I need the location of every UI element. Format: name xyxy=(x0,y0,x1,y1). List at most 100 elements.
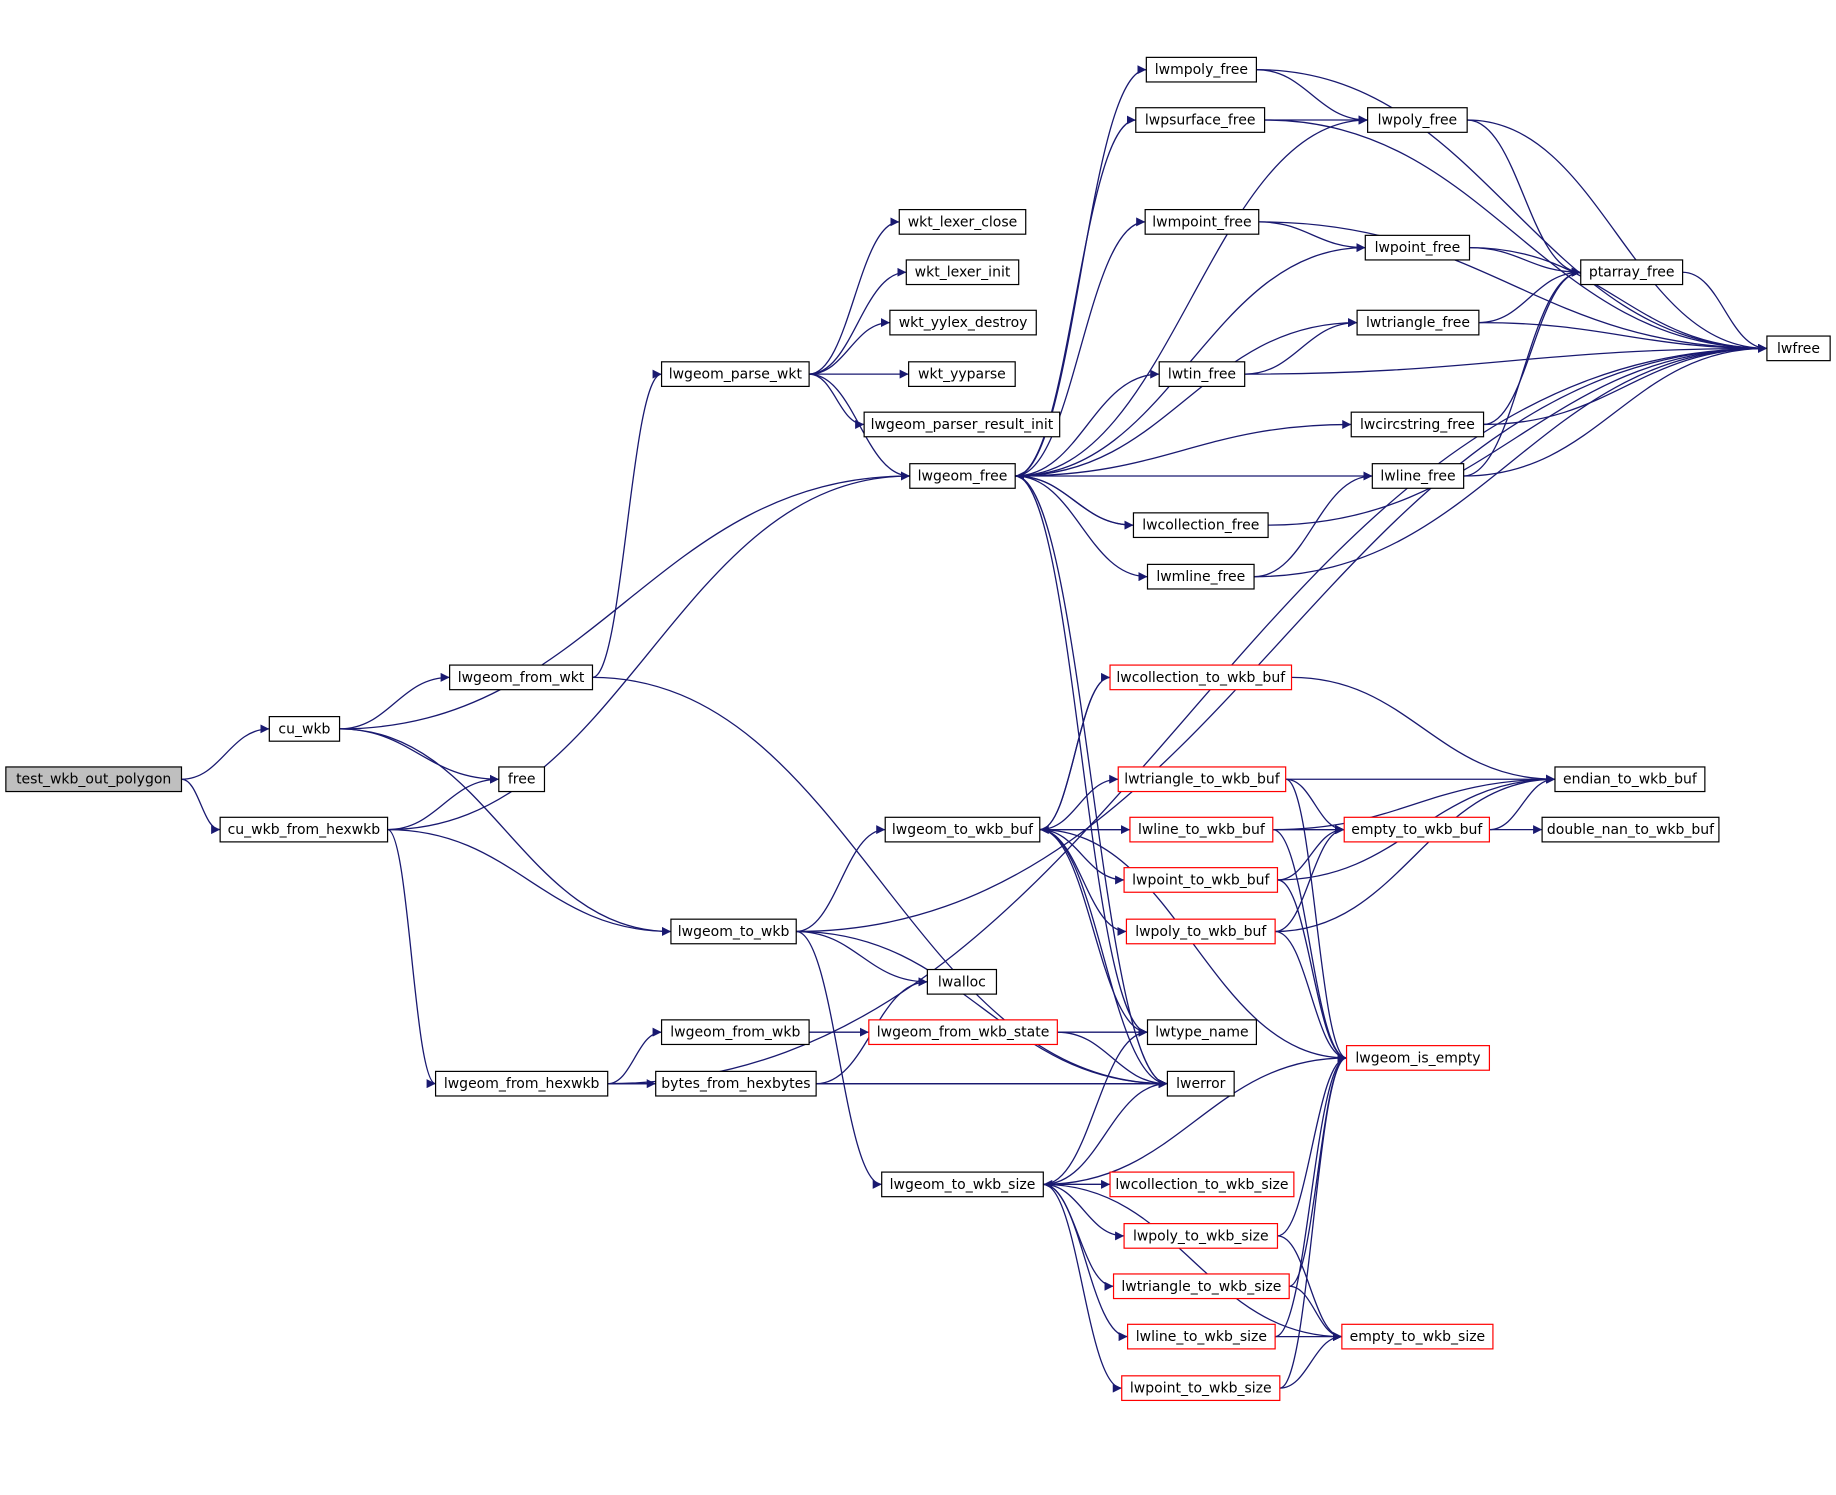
node-lwalloc[interactable]: lwalloc xyxy=(926,968,998,995)
node-lwgeom-to-wkb-buf[interactable]: lwgeom_to_wkb_buf xyxy=(884,816,1041,843)
edge-lwgeom-to-wkb-to-lwerror xyxy=(796,930,1168,1089)
edge-lwmline-free-to-lwline-free xyxy=(1254,471,1373,578)
node-lwgeom-to-wkb-size[interactable]: lwgeom_to_wkb_size xyxy=(881,1171,1044,1198)
node-label: lwgeom_from_wkb xyxy=(670,1025,800,1041)
node-lwfree[interactable]: lwfree xyxy=(1766,335,1831,362)
node-box xyxy=(1135,107,1266,133)
node-wkt-lexer-close[interactable]: wkt_lexer_close xyxy=(898,208,1027,235)
node-label: bytes_from_hexbytes xyxy=(661,1076,810,1092)
edge-lwtin-free-to-lwtriangle-free xyxy=(1244,318,1358,375)
edge-lwpoly-to-wkb-buf-to-empty-to-wkb-buf xyxy=(1275,825,1345,933)
node-box xyxy=(1144,208,1260,235)
node-lwmline-free[interactable]: lwmline_free xyxy=(1146,563,1255,590)
node-label: lwmpoint_free xyxy=(1152,214,1251,230)
node-lwgeom-to-wkb[interactable]: lwgeom_to_wkb xyxy=(670,918,797,945)
node-label: lwtriangle_free xyxy=(1366,315,1470,331)
node-lwgeom-from-hexwkb[interactable]: lwgeom_from_hexwkb xyxy=(434,1070,609,1097)
node-cu-wkb[interactable]: cu_wkb xyxy=(268,716,341,742)
node-lwgeom-from-wkb[interactable]: lwgeom_from_wkb xyxy=(660,1019,810,1046)
node-lwerror[interactable]: lwerror xyxy=(1166,1070,1235,1097)
edge-empty-to-wkb-buf-to-endian-to-wkb-buf xyxy=(1489,774,1555,831)
node-lwline-to-wkb-buf[interactable]: lwline_to_wkb_buf xyxy=(1129,816,1274,843)
node-label: lwcollection_to_wkb_size xyxy=(1115,1177,1288,1193)
edge-lwmpoly-free-to-lwfree xyxy=(1256,69,1767,353)
edge-test-wkb-out-polygon-to-cu-wkb-from-hexwkb xyxy=(181,778,221,835)
node-box xyxy=(1145,56,1257,83)
node-box xyxy=(1121,1375,1281,1402)
node-double-nan-to-wkb-buf[interactable]: double_nan_to_wkb_buf xyxy=(1541,816,1720,843)
edge-lwmpoint-free-to-lwfree xyxy=(1258,221,1767,353)
node-lwgeom-is-empty[interactable]: lwgeom_is_empty xyxy=(1345,1045,1491,1071)
node-lwgeom-from-wkb-state[interactable]: lwgeom_from_wkb_state xyxy=(868,1019,1058,1046)
node-lwgeom-free[interactable]: lwgeom_free xyxy=(909,463,1016,489)
node-cu-wkb-from-hexwkb[interactable]: cu_wkb_from_hexwkb xyxy=(219,816,389,843)
node-lwtriangle-free[interactable]: lwtriangle_free xyxy=(1356,309,1480,336)
node-lwtin-free[interactable]: lwtin_free xyxy=(1158,361,1246,388)
node-lwtype-name[interactable]: lwtype_name xyxy=(1146,1019,1257,1046)
node-box xyxy=(434,1070,609,1097)
node-label: lwpoint_to_wkb_buf xyxy=(1132,872,1270,888)
edge-cu-wkb-to-lwgeom-from-wkt xyxy=(339,672,450,730)
node-lwtriangle-to-wkb-buf[interactable]: lwtriangle_to_wkb_buf xyxy=(1117,766,1287,793)
node-ptarray-free[interactable]: ptarray_free xyxy=(1580,259,1684,286)
node-lwcollection-free[interactable]: lwcollection_free xyxy=(1132,512,1269,539)
node-lwpoint-to-wkb-size[interactable]: lwpoint_to_wkb_size xyxy=(1121,1375,1281,1402)
node-label: cu_wkb_from_hexwkb xyxy=(228,822,381,838)
node-lwmpoly-free[interactable]: lwmpoly_free xyxy=(1145,56,1257,83)
edge-lwmpoint-free-to-lwpoint-free xyxy=(1258,221,1366,253)
node-lwmpoint-free[interactable]: lwmpoint_free xyxy=(1144,208,1260,235)
node-bytes-from-hexbytes[interactable]: bytes_from_hexbytes xyxy=(655,1070,817,1097)
node-lwcollection-to-wkb-size[interactable]: lwcollection_to_wkb_size xyxy=(1109,1171,1295,1198)
edge-lwpoint-to-wkb-size-to-empty-to-wkb-size xyxy=(1279,1332,1342,1389)
node-lwgeom-from-wkt[interactable]: lwgeom_from_wkt xyxy=(449,664,594,691)
node-label: lwline_to_wkb_size xyxy=(1136,1329,1267,1345)
node-wkt-lexer-init[interactable]: wkt_lexer_init xyxy=(905,259,1020,286)
node-lwpoly-free[interactable]: lwpoly_free xyxy=(1367,107,1468,133)
node-lwtriangle-to-wkb-size[interactable]: lwtriangle_to_wkb_size xyxy=(1112,1273,1290,1300)
node-wkt-yylex-destroy[interactable]: wkt_yylex_destroy xyxy=(889,309,1037,336)
node-lwgeom-parse-wkt[interactable]: lwgeom_parse_wkt xyxy=(660,361,810,388)
node-box xyxy=(1117,766,1287,793)
node-box xyxy=(1129,816,1274,843)
node-lwline-free[interactable]: lwline_free xyxy=(1371,463,1465,489)
edge-lwtin-free-to-lwfree xyxy=(1244,343,1767,375)
node-label: lwgeom_is_empty xyxy=(1355,1050,1480,1066)
node-lwpoint-free[interactable]: lwpoint_free xyxy=(1364,234,1471,261)
edge-lwgeom-free-to-lwmline-free xyxy=(1015,475,1148,582)
node-empty-to-wkb-buf[interactable]: empty_to_wkb_buf xyxy=(1343,816,1491,843)
edge-lwcollection-free-to-lwgeom-free xyxy=(1015,471,1134,526)
edge-lwgeom-to-wkb-buf-to-lwpoint-to-wkb-buf xyxy=(1039,828,1125,885)
node-endian-to-wkb-buf[interactable]: endian_to_wkb_buf xyxy=(1554,766,1706,793)
node-box xyxy=(908,361,1016,388)
node-wkt-yyparse[interactable]: wkt_yyparse xyxy=(908,361,1016,388)
node-test-wkb-out-polygon[interactable]: test_wkb_out_polygon xyxy=(5,766,183,793)
node-box xyxy=(909,463,1016,489)
edge-lwline-free-to-ptarray-free xyxy=(1463,267,1581,477)
node-lwpoint-to-wkb-buf[interactable]: lwpoint_to_wkb_buf xyxy=(1123,867,1279,893)
node-box xyxy=(1541,816,1720,843)
edge-lwgeom-to-wkb-buf-to-lwtype-name xyxy=(1039,828,1148,1037)
edge-lwpoly-to-wkb-buf-to-lwgeom-is-empty xyxy=(1275,930,1347,1063)
node-lwcircstring-free[interactable]: lwcircstring_free xyxy=(1350,411,1485,438)
node-label: wkt_lexer_init xyxy=(915,265,1011,281)
node-box xyxy=(1166,1070,1235,1097)
node-free[interactable]: free xyxy=(498,766,546,793)
node-box xyxy=(268,716,341,742)
node-lwgeom-parser-result-init[interactable]: lwgeom_parser_result_init xyxy=(863,411,1061,438)
node-lwpoly-to-wkb-size[interactable]: lwpoly_to_wkb_size xyxy=(1123,1223,1279,1249)
edge-lwgeom-from-hexwkb-to-lwgeom-from-wkb xyxy=(607,1027,662,1085)
node-empty-to-wkb-size[interactable]: empty_to_wkb_size xyxy=(1341,1323,1494,1350)
node-lwcollection-to-wkb-buf[interactable]: lwcollection_to_wkb_buf xyxy=(1109,664,1293,691)
node-lwpsurface-free[interactable]: lwpsurface_free xyxy=(1135,107,1266,133)
edge-lwpoly-free-to-ptarray-free xyxy=(1467,119,1581,277)
node-label: ptarray_free xyxy=(1589,265,1675,281)
edge-lwpoly-to-wkb-size-to-lwgeom-is-empty xyxy=(1277,1053,1347,1237)
node-lwline-to-wkb-size[interactable]: lwline_to_wkb_size xyxy=(1126,1323,1276,1350)
node-label: lwpoly_to_wkb_buf xyxy=(1135,924,1267,940)
edge-lwgeom-free-to-lwcircstring-free xyxy=(1015,419,1352,477)
edge-lwtriangle-to-wkb-size-to-lwgeom-is-empty xyxy=(1288,1053,1347,1287)
node-lwpoly-to-wkb-buf[interactable]: lwpoly_to_wkb_buf xyxy=(1125,918,1276,945)
node-label: cu_wkb xyxy=(278,721,330,737)
node-box xyxy=(1123,867,1279,893)
